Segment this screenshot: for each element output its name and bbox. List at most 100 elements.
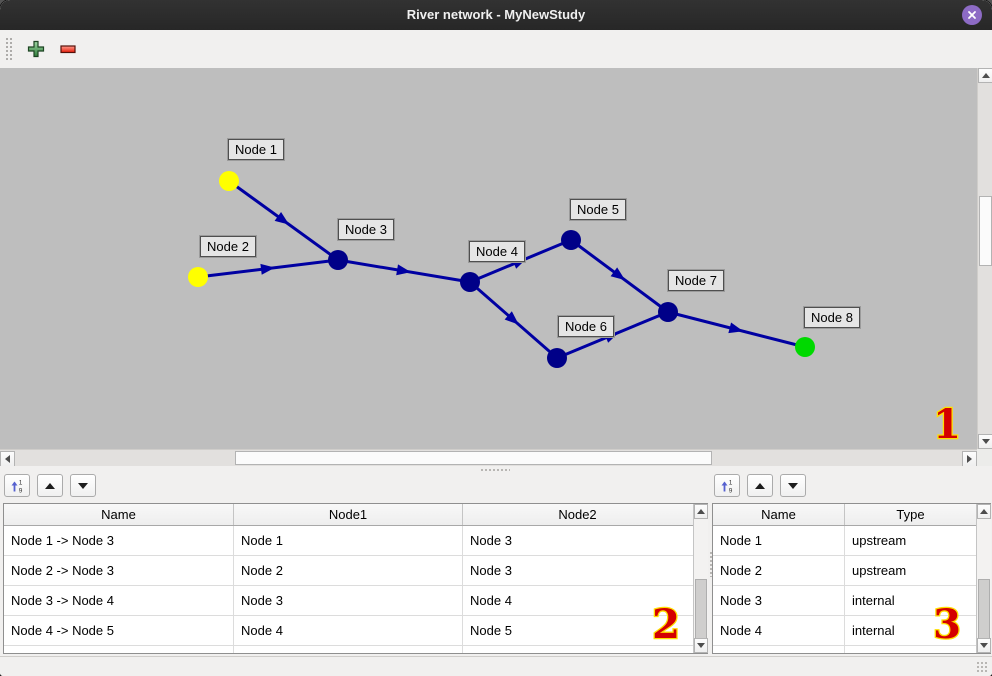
table-row[interactable]: Node 4 internal (713, 616, 990, 646)
arrow-left-icon (5, 455, 10, 463)
table-cell[interactable]: Node 4 (234, 616, 463, 645)
arrow-up-icon (980, 509, 988, 514)
move-up-button[interactable] (747, 474, 773, 497)
node-circle[interactable] (795, 337, 815, 357)
table-cell[interactable]: Node 3 -> Node 4 (4, 586, 234, 615)
horizontal-splitter[interactable] (0, 466, 992, 473)
close-button[interactable] (962, 5, 982, 25)
table-scroll-thumb[interactable] (695, 579, 707, 639)
node-circle[interactable] (188, 267, 208, 287)
nodes-toolbar: 1 9 (714, 474, 806, 497)
column-header[interactable]: Type (896, 507, 925, 522)
node-label[interactable]: Node 6 (557, 315, 615, 338)
node-circle[interactable] (219, 171, 239, 191)
table-row[interactable]: Node 1 upstream (713, 526, 990, 556)
flow-direction-arrow-icon (610, 267, 626, 281)
table-cell[interactable]: Node 1 (234, 526, 463, 555)
scroll-up-button[interactable] (978, 68, 992, 83)
table-cell[interactable]: Node 2 -> Node 3 (4, 556, 234, 585)
table-cell[interactable]: Node 4 (713, 616, 845, 645)
table-row[interactable]: Node 3 internal (713, 586, 990, 616)
arrow-right-icon (967, 455, 972, 463)
node-label[interactable]: Node 7 (667, 269, 725, 292)
svg-text:1: 1 (19, 479, 23, 486)
node-label[interactable]: Node 4 (468, 240, 526, 263)
panel-splitter-grip[interactable] (708, 551, 713, 577)
scroll-down-button[interactable] (978, 434, 992, 449)
table-cell[interactable]: upstream (852, 563, 907, 578)
table-cell[interactable]: Node 2 (713, 556, 845, 585)
table-cell[interactable]: Node 3 (713, 586, 845, 615)
remove-node-button[interactable] (59, 40, 77, 58)
node-label[interactable]: Node 5 (569, 198, 627, 221)
add-node-button[interactable] (27, 40, 45, 58)
node-circle[interactable] (561, 230, 581, 250)
column-header[interactable]: Name (4, 504, 234, 525)
table-cell[interactable]: Node 4 -> Node 5 (4, 616, 234, 645)
column-header[interactable]: Node1 (234, 504, 463, 525)
table-cell[interactable]: Node 3 (470, 533, 512, 548)
network-canvas[interactable]: Node 1 Node 2 Node 3 Node 4 Node 5 Node 6 Node… (0, 68, 977, 449)
node-circle[interactable] (658, 302, 678, 322)
flow-direction-arrow-icon (260, 263, 275, 275)
table-cell[interactable]: internal (852, 623, 895, 638)
node-label[interactable]: Node 1 (227, 138, 285, 161)
title-bar[interactable]: River network - MyNewStudy (0, 0, 992, 30)
sort-ascending-icon: 1 9 (721, 479, 733, 494)
sort-button[interactable]: 1 9 (4, 474, 30, 497)
node-circle[interactable] (328, 250, 348, 270)
scroll-right-button[interactable] (962, 451, 977, 467)
table-cell[interactable]: Node 1 -> Node 3 (4, 526, 234, 555)
node-label[interactable]: Node 3 (337, 218, 395, 241)
node-label[interactable]: Node 8 (803, 306, 861, 329)
triangle-up-icon (45, 482, 55, 489)
table-cell[interactable]: Node 3 (234, 586, 463, 615)
triangle-down-icon (788, 482, 798, 489)
table-header: Name Type (713, 504, 990, 526)
table-scroll-thumb[interactable] (978, 579, 990, 639)
table-row[interactable]: Node 2 upstream (713, 556, 990, 586)
horizontal-scroll-thumb[interactable] (235, 451, 712, 465)
scroll-down-button[interactable] (977, 638, 991, 653)
main-toolbar (0, 30, 992, 69)
arrow-up-icon (981, 73, 990, 78)
table-cell[interactable]: internal (852, 593, 895, 608)
scroll-down-button[interactable] (694, 638, 708, 653)
node-circle[interactable] (460, 272, 480, 292)
move-down-button[interactable] (70, 474, 96, 497)
sort-button[interactable]: 1 9 (714, 474, 740, 497)
scroll-up-button[interactable] (977, 504, 991, 519)
table-cell[interactable]: Node 5 (470, 623, 512, 638)
table-cell[interactable]: Node 3 (470, 563, 512, 578)
table-scrollbar[interactable] (693, 504, 708, 653)
table-cell[interactable]: Node 2 (234, 556, 463, 585)
svg-text:9: 9 (19, 487, 23, 494)
table-cell[interactable]: upstream (852, 533, 907, 548)
node-label[interactable]: Node 2 (199, 235, 257, 258)
table-scrollbar[interactable] (976, 504, 991, 653)
table-cell[interactable]: Node 1 (713, 526, 845, 555)
scroll-up-button[interactable] (694, 504, 708, 519)
arrow-down-icon (980, 643, 988, 648)
resize-grip[interactable] (976, 661, 988, 673)
column-header[interactable]: Node2 (558, 507, 597, 522)
vertical-scroll-thumb[interactable] (979, 196, 992, 266)
table-cell[interactable]: Node 4 (470, 593, 512, 608)
window-title: River network - MyNewStudy (406, 7, 586, 22)
toolbar-drag-handle[interactable] (5, 37, 13, 61)
column-header[interactable]: Name (713, 504, 845, 525)
move-down-button[interactable] (780, 474, 806, 497)
canvas-vertical-scrollbar[interactable] (977, 68, 992, 449)
flow-direction-arrow-icon (728, 322, 744, 334)
canvas-horizontal-scrollbar[interactable] (0, 449, 992, 467)
node-circle[interactable] (547, 348, 567, 368)
scroll-left-button[interactable] (0, 451, 15, 467)
move-up-button[interactable] (37, 474, 63, 497)
